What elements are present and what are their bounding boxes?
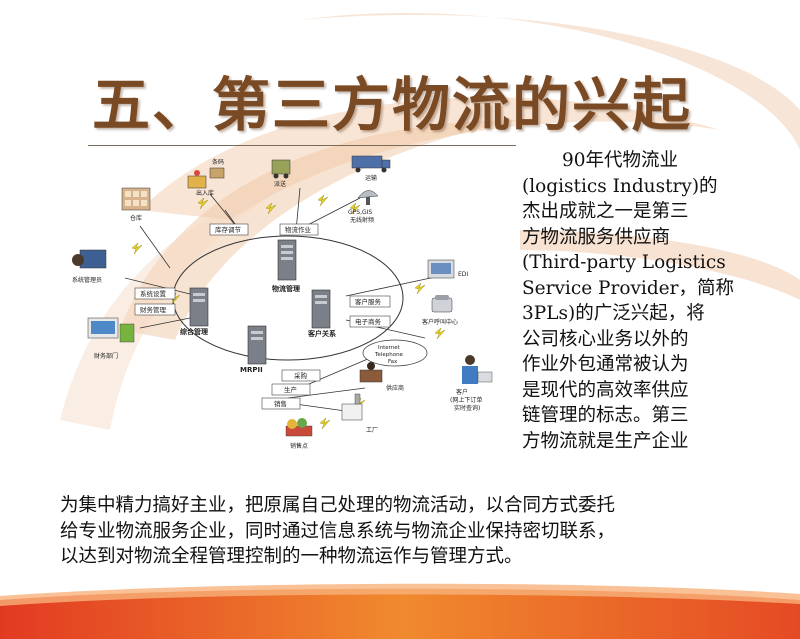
- call-center-label: 客户呼叫中心: [422, 318, 458, 326]
- satellite-dish-icon: [357, 190, 379, 205]
- module-customer-service: 客户服务: [355, 297, 382, 306]
- sales-point-label: 销售点: [290, 442, 308, 450]
- supplier-label: 供应商: [386, 384, 404, 392]
- barcode-scanner-icon: [209, 167, 225, 179]
- inout-icon: [187, 170, 207, 189]
- barcode-label: 条码: [212, 158, 224, 166]
- right-line-11: 链管理的标志。第三: [522, 405, 689, 426]
- supplier-icon: [359, 362, 383, 383]
- warehouse-label: 仓库: [130, 214, 142, 222]
- bottom-line-3: 以达到对物流全程管理控制的一种物流运作与管理方式。: [60, 546, 523, 567]
- sysadmin-computer-icon: [72, 249, 107, 269]
- client-label-1: 客户: [456, 388, 468, 396]
- bottom-paragraph: 为集中精力搞好主业，把原属自己处理的物流活动，以合同方式委托 给专业物流服务企业…: [60, 493, 615, 570]
- internet-label-1: Internet: [378, 345, 401, 351]
- slide-title: 五、第三方物流的兴起: [92, 71, 693, 139]
- delivery-label: 派送: [274, 180, 286, 188]
- module-procurement: 采购: [294, 371, 308, 380]
- right-paragraph: 90年代物流业 (logistics Industry)的 杰出成就之一是第三 …: [522, 148, 734, 454]
- module-boxes: 库存调节 物流作业 系统设置 财务管理 客户服务 电子商务 采购 生产 销售: [134, 223, 391, 410]
- connector-lines: [124, 187, 441, 414]
- client-person-icon: [462, 355, 493, 384]
- factory-label: 工厂: [366, 427, 378, 434]
- bottom-line-2: 给专业物流服务企业，同时通过信息系统与物流企业保持密切联系，: [60, 520, 616, 542]
- right-line-12: 方物流就是生产企业: [522, 430, 689, 452]
- gps-label-2: 无线射频: [350, 216, 374, 224]
- server-integrated-label: 综合管理: [180, 327, 208, 336]
- server-customer-label: 客户关系: [307, 329, 336, 338]
- client-label-2: (网上下订单: [450, 396, 482, 404]
- module-inventory: 库存调节: [215, 225, 242, 234]
- server-customer: [311, 289, 331, 329]
- server-integrated: [189, 287, 209, 327]
- bottom-line-1: 为集中精力搞好主业，把原属自己处理的物流活动，以合同方式委托: [60, 495, 616, 516]
- module-ecommerce: 电子商务: [355, 317, 382, 326]
- right-line-3: 杰出成就之一是第三: [522, 201, 689, 222]
- transport-label: 运输: [365, 174, 377, 182]
- edi-label: EDI: [458, 271, 468, 278]
- server-logistics-label: 物流管理: [272, 284, 300, 293]
- server-mrp: [247, 325, 267, 365]
- internet-cloud-icon: [362, 339, 428, 367]
- right-line-5: (Third-party Logistics: [522, 252, 726, 273]
- module-system-settings: 系统设置: [140, 289, 167, 298]
- module-finance: 财务管理: [140, 305, 167, 314]
- right-line-10: 是现代的高效率供应: [522, 379, 689, 401]
- right-line-4: 方物流服务供应商: [522, 226, 671, 248]
- module-sales: 销售: [274, 399, 287, 408]
- finance-dept-computer-icon: [87, 317, 135, 343]
- delivery-icon: [271, 159, 291, 179]
- right-line-9: 作业外包通常被认为: [522, 354, 689, 375]
- gps-label: GPS,GIS: [348, 209, 372, 216]
- internet-label-3: Fax: [388, 359, 398, 365]
- factory-icon: [341, 393, 363, 421]
- right-line-8: 公司核心业务以外的: [522, 328, 689, 350]
- right-line-7: 3PLs)的广泛兴起，将: [522, 303, 705, 324]
- right-line-2: (logistics Industry)的: [522, 175, 718, 197]
- module-operations: 物流作业: [285, 225, 312, 234]
- finance-dept-label: 财务部门: [94, 352, 118, 360]
- server-mrp-label: MRPII: [240, 366, 263, 374]
- third-party-logistics-system-diagram: 物流管理 综合管理 客户关系 MRPII 库存调节 物流作业 系统设置 财务管理…: [72, 155, 493, 450]
- warehouse-shelves-icon: [121, 187, 151, 211]
- internet-label-2: Telephone: [374, 352, 404, 358]
- call-center-phone-icon: [431, 295, 453, 313]
- right-line-1: 90年代物流业: [562, 150, 679, 171]
- sysadmin-label: 系统管理员: [72, 276, 102, 284]
- inout-label: 出入库: [196, 189, 214, 197]
- edi-computer-icon: [427, 259, 455, 279]
- transport-truck-icon: [351, 155, 391, 173]
- server-logistics: [277, 239, 297, 281]
- module-production: 生产: [284, 385, 298, 394]
- title-underline: [88, 145, 516, 146]
- client-label-3: 实时查询): [454, 404, 480, 412]
- right-line-6: Service Provider，简称: [522, 277, 734, 299]
- sales-point-icon: [285, 418, 313, 437]
